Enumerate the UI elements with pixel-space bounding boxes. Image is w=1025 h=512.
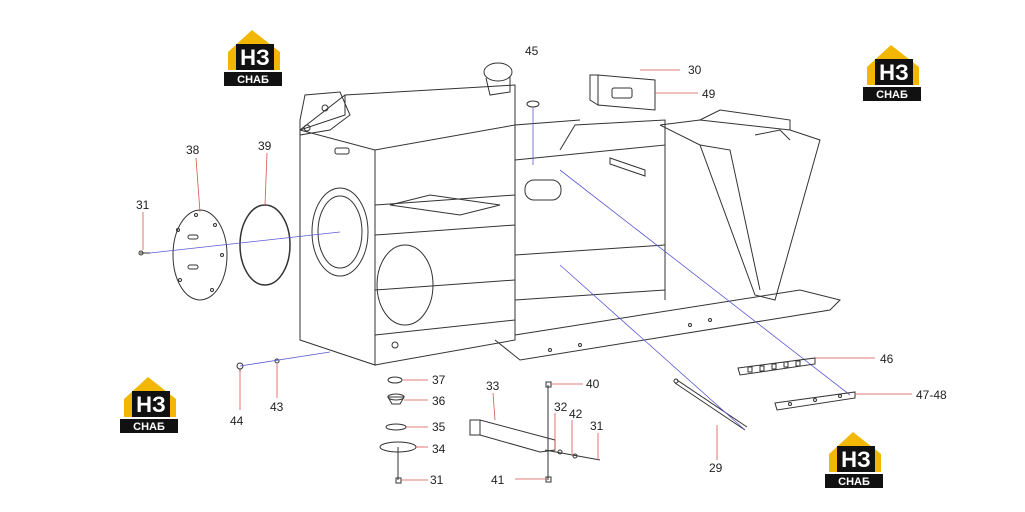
- svg-text:СНАБ: СНАБ: [133, 421, 165, 433]
- gasket-39: [239, 204, 291, 286]
- axis-29: [559, 264, 746, 431]
- house-logo-icon: НЗ СНАБ: [863, 45, 921, 101]
- bolt-31-left: [138, 250, 150, 256]
- label-35: 35: [432, 420, 446, 434]
- svg-text:СНАБ: СНАБ: [838, 476, 870, 488]
- bracket-33: [469, 419, 556, 453]
- brand-logo-top-left: НЗ СНАБ: [222, 26, 286, 88]
- label-34: 34: [432, 442, 446, 456]
- cover-plate-38: [172, 209, 228, 301]
- strip-47-48: [774, 391, 856, 411]
- label-45: 45: [525, 44, 539, 58]
- label-36: 36: [432, 394, 446, 408]
- label-46: 46: [880, 352, 894, 366]
- svg-text:СНАБ: СНАБ: [237, 74, 269, 86]
- brand-logo-top-right: НЗ СНАБ: [861, 41, 925, 103]
- cover-49: [589, 74, 656, 111]
- house-logo-icon: НЗ СНАБ: [120, 377, 178, 433]
- stack-parts-34-37: [379, 376, 417, 484]
- label-30: 30: [688, 63, 702, 77]
- label-44: 44: [230, 414, 244, 428]
- label-41: 41: [491, 473, 505, 487]
- house-logo-icon: НЗ СНАБ: [825, 432, 883, 488]
- axis-46-47: [559, 169, 851, 396]
- rod-29: [673, 378, 748, 431]
- label-43: 43: [270, 400, 284, 414]
- washer-43: [274, 358, 280, 364]
- strip-46: [737, 357, 816, 376]
- label-31-right: 31: [590, 419, 604, 433]
- label-32: 32: [554, 400, 568, 414]
- svg-text:НЗ: НЗ: [879, 60, 909, 85]
- label-39: 39: [258, 139, 272, 153]
- label-31-bottom: 31: [430, 473, 444, 487]
- brand-logo-bottom-right: НЗ СНАБ: [823, 428, 887, 490]
- plug-45: [526, 100, 540, 165]
- label-42: 42: [569, 407, 583, 421]
- label-49: 49: [702, 87, 716, 101]
- label-47-48: 47-48: [916, 388, 947, 402]
- bolt-set-40-41-42: [544, 381, 601, 483]
- part-labels: 45 30 49 38 39 31 44 43 37 36 35 34 31 3…: [136, 44, 947, 487]
- svg-text:НЗ: НЗ: [240, 45, 270, 70]
- svg-text:НЗ: НЗ: [841, 447, 871, 472]
- label-38: 38: [186, 143, 200, 157]
- leader-lines: [142, 69, 912, 481]
- label-29: 29: [709, 461, 723, 475]
- house-logo-icon: НЗ СНАБ: [224, 30, 282, 86]
- svg-text:СНАБ: СНАБ: [876, 89, 908, 101]
- axis-43-44: [239, 351, 331, 367]
- svg-text:НЗ: НЗ: [136, 392, 166, 417]
- label-31-left: 31: [136, 198, 150, 212]
- label-37: 37: [432, 373, 446, 387]
- main-housing-drawing: [299, 62, 841, 366]
- brand-logo-bottom-left: НЗ СНАБ: [118, 373, 182, 435]
- axis-38-39: [149, 231, 341, 254]
- label-33: 33: [486, 379, 500, 393]
- label-40: 40: [586, 377, 600, 391]
